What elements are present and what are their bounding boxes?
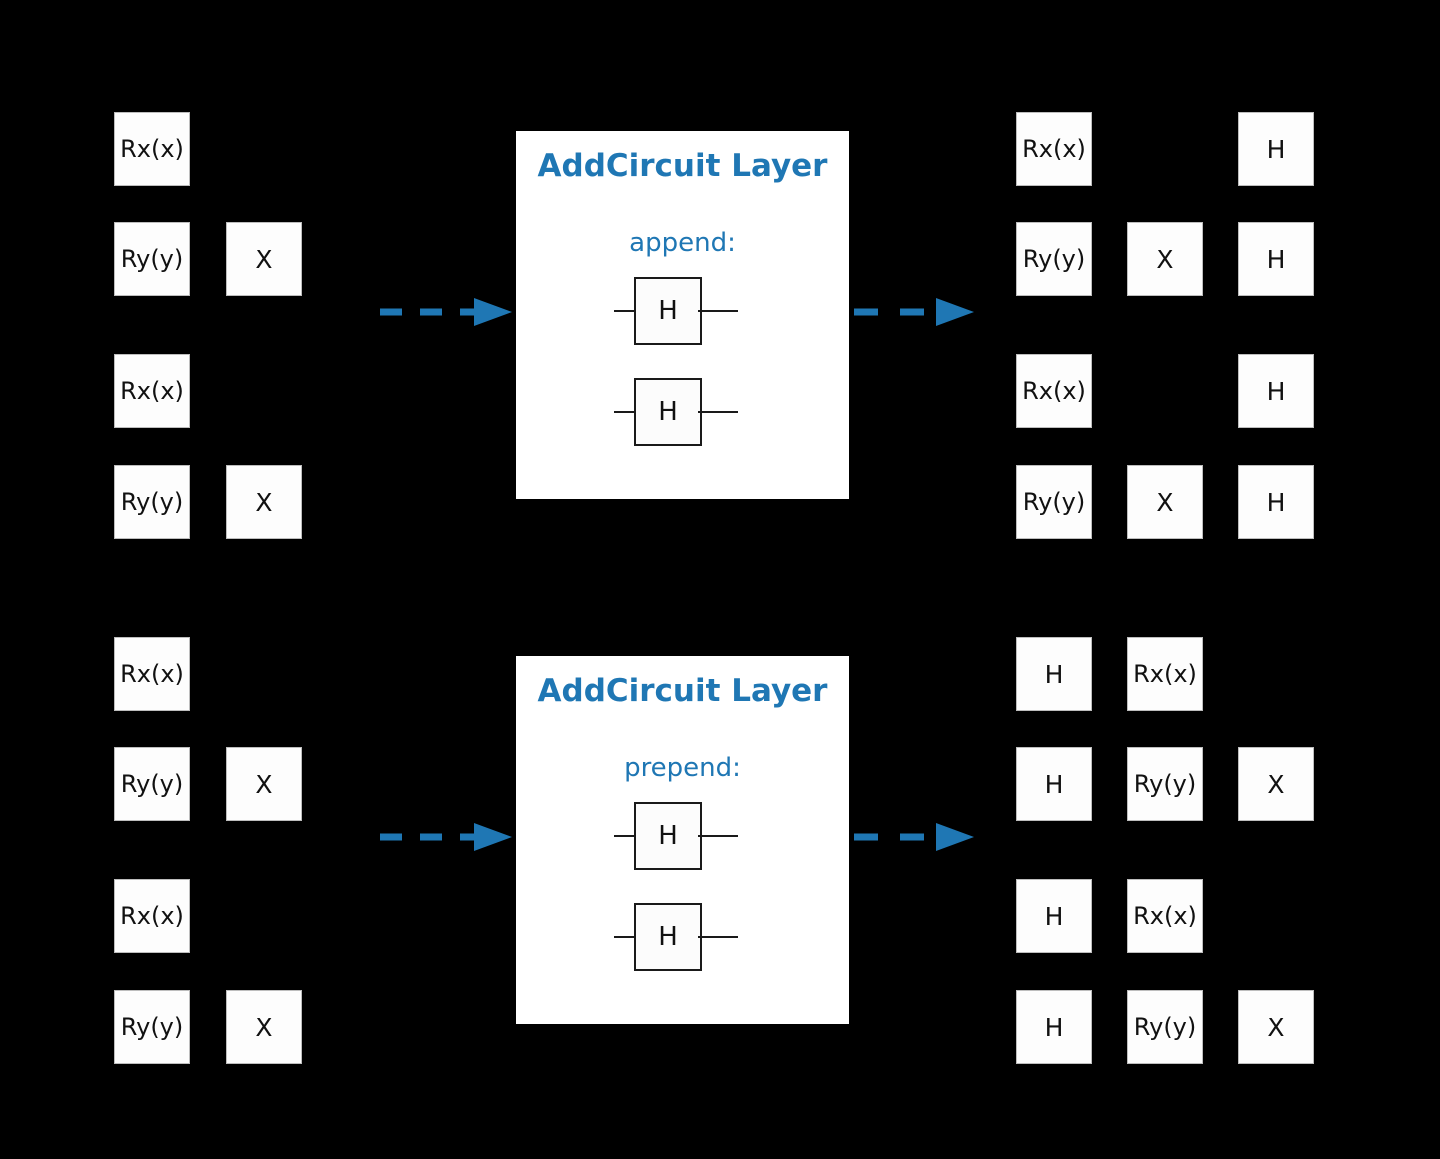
gate-h-q1: H [1016, 747, 1092, 821]
gate-ry-q1: Ry(y) [114, 222, 190, 296]
arrow-in-append [378, 292, 518, 332]
gate-ry-q3: Ry(y) [114, 990, 190, 1064]
panel-subtitle: append: [629, 228, 736, 258]
gate-x-q3: X [226, 465, 302, 539]
mini-wire-right-1 [698, 936, 738, 938]
gate-x-q1: X [1127, 222, 1203, 296]
gate-h-q1: H [1238, 222, 1314, 296]
arrow-out-prepend [852, 817, 978, 857]
mini-wire-right-0 [698, 310, 738, 312]
gate-ry-q3: Ry(y) [1016, 465, 1092, 539]
mini-wire-right-1 [698, 411, 738, 413]
gate-ry-q3: Ry(y) [114, 465, 190, 539]
panel-title: AddCircuit Layer [537, 148, 828, 184]
gate-h-q0: H [1238, 112, 1314, 186]
mini-gate-h-1: H [634, 903, 702, 971]
gate-rx-q0: Rx(x) [1127, 637, 1203, 711]
gate-rx-q2: Rx(x) [114, 879, 190, 953]
gate-x-q3: X [1127, 465, 1203, 539]
gate-rx-q0: Rx(x) [114, 112, 190, 186]
gate-ry-q1: Ry(y) [114, 747, 190, 821]
panel-title: AddCircuit Layer [537, 673, 828, 709]
gate-rx-q0: Rx(x) [114, 637, 190, 711]
gate-rx-q2: Rx(x) [114, 354, 190, 428]
gate-x-q3: X [226, 990, 302, 1064]
gate-x-q1: X [226, 222, 302, 296]
arrow-out-append [852, 292, 978, 332]
panel-subtitle: prepend: [624, 753, 741, 783]
gate-ry-q1: Ry(y) [1127, 747, 1203, 821]
gate-ry-q3: Ry(y) [1127, 990, 1203, 1064]
gate-x-q1: X [1238, 747, 1314, 821]
gate-rx-q0: Rx(x) [1016, 112, 1092, 186]
gate-rx-q2: Rx(x) [1016, 354, 1092, 428]
gate-ry-q1: Ry(y) [1016, 222, 1092, 296]
gate-h-q2: H [1238, 354, 1314, 428]
gate-x-q1: X [226, 747, 302, 821]
gate-h-q3: H [1016, 990, 1092, 1064]
gate-h-q2: H [1016, 879, 1092, 953]
gate-h-q0: H [1016, 637, 1092, 711]
arrow-in-prepend [378, 817, 518, 857]
prepend-addcircuit-panel: AddCircuit Layer prepend: H H [516, 656, 849, 1024]
mini-wire-right-0 [698, 835, 738, 837]
gate-rx-q2: Rx(x) [1127, 879, 1203, 953]
mini-gate-h-0: H [634, 277, 702, 345]
gate-x-q3: X [1238, 990, 1314, 1064]
append-addcircuit-panel: AddCircuit Layer append: H H [516, 131, 849, 499]
mini-gate-h-0: H [634, 802, 702, 870]
gate-h-q3: H [1238, 465, 1314, 539]
mini-gate-h-1: H [634, 378, 702, 446]
